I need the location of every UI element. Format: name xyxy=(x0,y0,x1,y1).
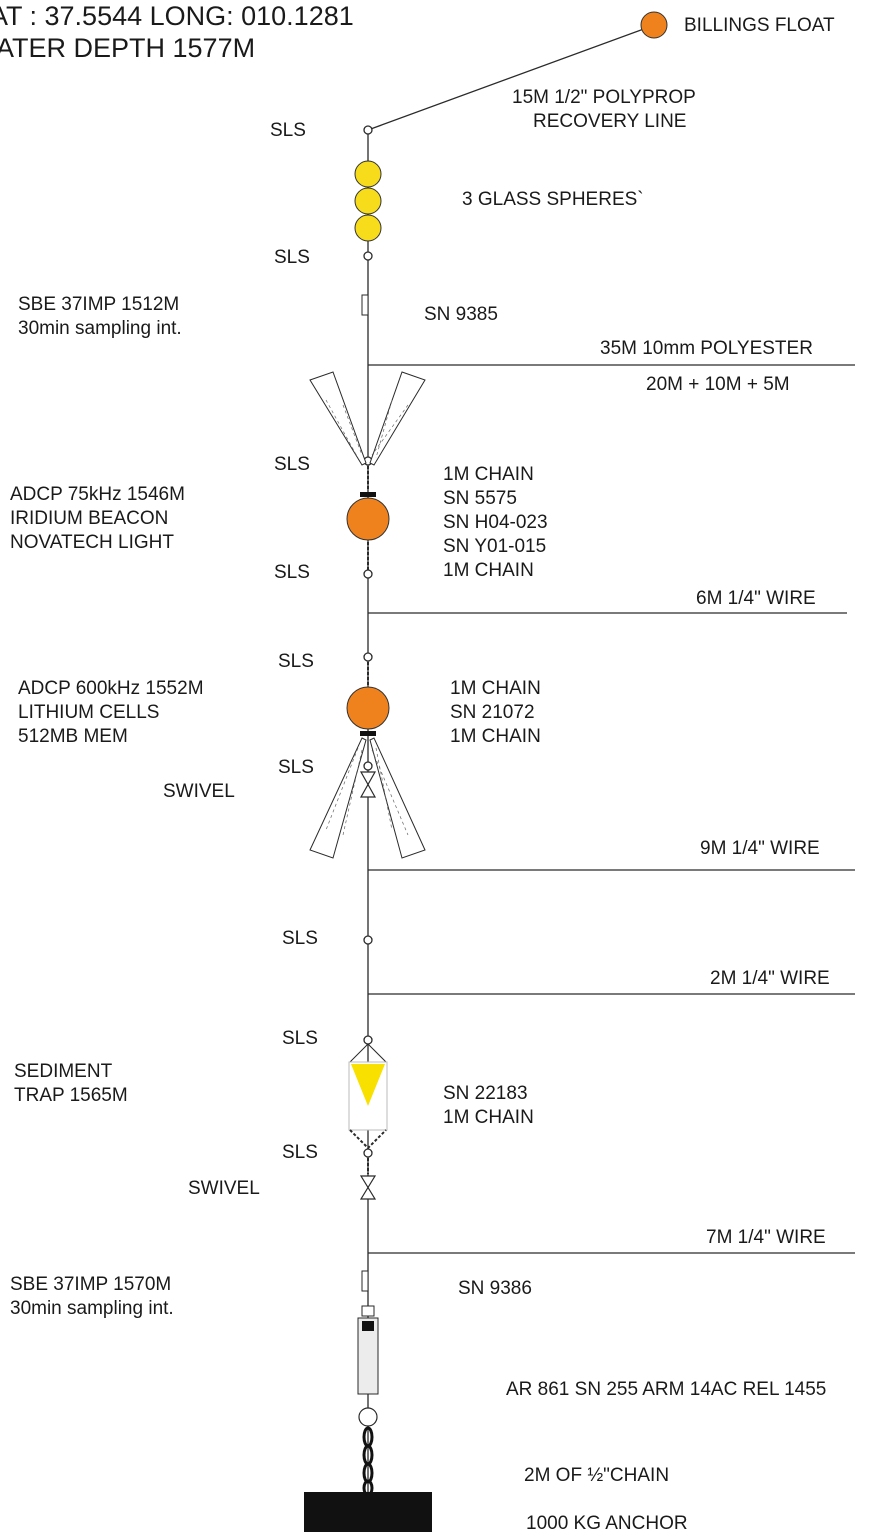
sls-shackle-6 xyxy=(363,761,373,771)
glass-sphere xyxy=(354,214,382,242)
anchor-chain xyxy=(362,1426,374,1497)
release-ring xyxy=(358,1407,378,1427)
swivel-2 xyxy=(359,1175,377,1200)
header-position: AT : 37.5544 LONG: 010.1281 xyxy=(0,1,354,31)
adcp75-label-2: IRIDIUM BEACON xyxy=(10,508,169,529)
sediment-trap-label: SEDIMENT xyxy=(14,1061,113,1082)
wire-2m-label: 2M 1/4" WIRE xyxy=(710,968,830,989)
glass-spheres-label: 3 GLASS SPHERES` xyxy=(462,189,644,210)
billings-float xyxy=(640,11,668,39)
adcp75-float xyxy=(346,497,390,541)
adcp-beam xyxy=(309,371,367,466)
trap-bridle xyxy=(349,1043,369,1063)
sls-label: SLS xyxy=(282,1028,318,1049)
acoustic-release xyxy=(357,1317,379,1395)
swivel-label: SWIVEL xyxy=(163,781,235,802)
adcp-beam xyxy=(369,737,426,859)
recovery-line-label: 15M 1/2" POLYPROP xyxy=(512,87,696,108)
glass-spheres xyxy=(354,160,382,242)
wire-7m-label: 7M 1/4" WIRE xyxy=(706,1227,826,1248)
sls-shackle-1 xyxy=(363,125,373,135)
sls-shackle-5 xyxy=(363,652,373,662)
adcp600-label-3: 512MB MEM xyxy=(18,726,128,747)
sediment-trap-label-2: TRAP 1565M xyxy=(14,1085,128,1106)
adcp600-sn-3: 1M CHAIN xyxy=(450,726,541,747)
adcp600-beams xyxy=(309,737,426,859)
sls-label: SLS xyxy=(282,1142,318,1163)
sls-label: SLS xyxy=(270,120,306,141)
sls-label: SLS xyxy=(274,454,310,475)
polyester-split-label: 20M + 10M + 5M xyxy=(646,374,790,395)
sbe-top-sn: SN 9385 xyxy=(424,304,498,325)
sls-label: SLS xyxy=(274,247,310,268)
header-depth: ATER DEPTH 1577M xyxy=(0,33,256,63)
adcp75-sn-1: 1M CHAIN xyxy=(443,464,534,485)
trap-sn-2: 1M CHAIN xyxy=(443,1107,534,1128)
adcp600-sn-1: 1M CHAIN xyxy=(450,678,541,699)
sls-shackle-7 xyxy=(363,935,373,945)
adcp75-head xyxy=(360,492,376,497)
sbe-instrument-top xyxy=(361,294,369,316)
release-shackle xyxy=(361,1305,375,1317)
sls-shackle-2 xyxy=(363,251,373,261)
sls-label: SLS xyxy=(278,651,314,672)
trap-bridle xyxy=(367,1043,387,1063)
segment-separators xyxy=(368,364,855,1254)
adcp75-sn-3: SN H04-023 xyxy=(443,512,548,533)
adcp75-sn-2: SN 5575 xyxy=(443,488,517,509)
sls-label: SLS xyxy=(274,562,310,583)
recovery-line-label-2: RECOVERY LINE xyxy=(533,111,687,132)
adcp-beam-detail xyxy=(325,399,409,459)
adcp75-beams xyxy=(309,371,426,466)
sbe-top-sampling: 30min sampling int. xyxy=(18,318,182,339)
glass-sphere xyxy=(354,187,382,215)
adcp75-sn-4: SN Y01-015 xyxy=(443,536,547,557)
sls-shackle-9 xyxy=(363,1148,373,1158)
adcp600-sn-2: SN 21072 xyxy=(450,702,535,723)
release-label: AR 861 SN 255 ARM 14AC REL 1455 xyxy=(506,1379,827,1400)
swivel-1 xyxy=(359,771,377,798)
anchor-label: 1000 KG ANCHOR xyxy=(526,1513,688,1534)
polyester-label: 35M 10mm POLYESTER xyxy=(600,338,813,359)
adcp600-float xyxy=(346,686,390,730)
trap-sn-1: SN 22183 xyxy=(443,1083,528,1104)
release-head xyxy=(362,1321,374,1331)
sbe-instrument-bottom xyxy=(361,1270,369,1292)
sls-label: SLS xyxy=(278,757,314,778)
anchor-block xyxy=(304,1492,432,1532)
wire-6m-label: 6M 1/4" WIRE xyxy=(696,588,816,609)
sls-shackle-4 xyxy=(363,569,373,579)
sbe-top-label: SBE 37IMP 1512M xyxy=(18,294,180,315)
sbe-bottom-sn: SN 9386 xyxy=(458,1278,532,1299)
swivel-label-2: SWIVEL xyxy=(188,1178,260,1199)
sls-shackle-8 xyxy=(363,1035,373,1045)
adcp600-head xyxy=(360,731,376,736)
adcp600-label-2: LITHIUM CELLS xyxy=(18,702,160,723)
sbe-bottom-sampling: 30min sampling int. xyxy=(10,1298,174,1319)
adcp600-label: ADCP 600kHz 1552M xyxy=(18,678,204,699)
adcp75-label: ADCP 75kHz 1546M xyxy=(10,484,185,505)
sbe-bottom-label: SBE 37IMP 1570M xyxy=(10,1274,172,1295)
sediment-trap-funnel xyxy=(351,1064,385,1106)
adcp-beam xyxy=(309,737,367,859)
recovery-line xyxy=(367,25,653,131)
adcp75-label-3: NOVATECH LIGHT xyxy=(10,532,174,553)
wire-9m-label: 9M 1/4" WIRE xyxy=(700,838,820,859)
glass-sphere xyxy=(354,160,382,188)
trap-chain xyxy=(349,1129,387,1150)
chain-2m-label: 2M OF ½"CHAIN xyxy=(524,1465,670,1486)
adcp-beam-detail xyxy=(325,747,409,836)
billings-float-label: BILLINGS FLOAT xyxy=(684,15,835,36)
adcp75-sn-5: 1M CHAIN xyxy=(443,560,534,581)
sls-label: SLS xyxy=(282,928,318,949)
adcp-beam xyxy=(369,371,426,466)
